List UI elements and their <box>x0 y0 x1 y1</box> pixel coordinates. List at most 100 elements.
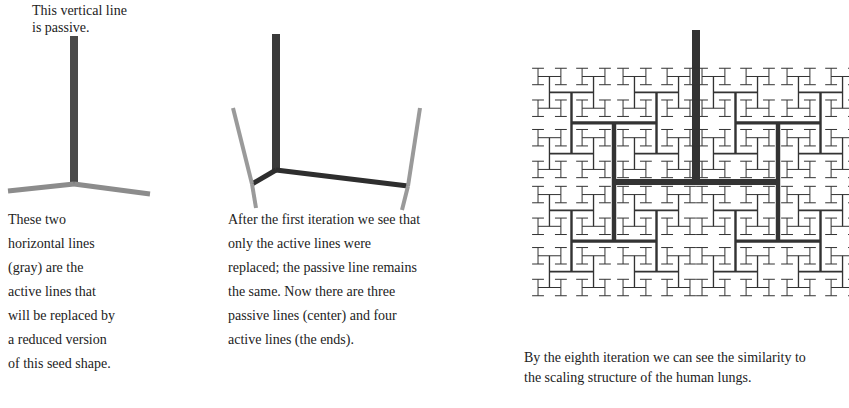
branch-line <box>599 99 611 100</box>
branch-line <box>617 247 629 248</box>
branch-line <box>667 129 668 145</box>
branch-line <box>532 218 544 219</box>
branch-line <box>787 129 788 145</box>
active-line <box>252 184 256 208</box>
branch-line <box>560 100 561 116</box>
branch-line <box>555 84 567 85</box>
branch-line <box>719 161 731 162</box>
branch-line <box>640 99 652 100</box>
branch-line <box>848 84 849 85</box>
branch-line <box>645 161 646 177</box>
branch-line <box>684 84 696 85</box>
branch-line <box>848 202 849 203</box>
branch-line <box>623 186 624 202</box>
branch-line <box>740 279 752 280</box>
branch-line <box>667 161 668 177</box>
branch-line <box>787 68 788 84</box>
branch-line <box>719 279 731 280</box>
branch-line <box>617 84 629 85</box>
branch-line <box>640 68 652 69</box>
branch-line <box>623 218 624 234</box>
branch-line <box>678 256 679 288</box>
branch-line <box>570 210 572 271</box>
branch-line <box>809 100 810 116</box>
branch-line <box>532 68 544 69</box>
branch-line <box>719 99 731 100</box>
branch-line <box>713 256 714 288</box>
branch-line <box>532 177 544 178</box>
branch-line <box>787 169 810 170</box>
branch-line <box>848 129 849 130</box>
branch-line <box>617 68 629 69</box>
branch-line <box>740 84 752 85</box>
branch-line <box>623 68 624 84</box>
branch-line <box>848 161 849 162</box>
branch-line <box>831 161 832 177</box>
branch-line <box>798 210 842 212</box>
branch-line <box>740 218 752 219</box>
branch-line <box>848 234 849 235</box>
branch-line <box>634 76 635 108</box>
branch-line <box>787 226 810 227</box>
branch-line <box>582 255 605 256</box>
branch-line <box>819 92 821 153</box>
branch-line <box>831 255 849 256</box>
branch-line <box>538 129 539 145</box>
branch-line <box>740 234 752 235</box>
branch-line <box>667 279 668 295</box>
branch-line <box>582 169 605 170</box>
branch-line <box>848 186 849 187</box>
branch-line <box>689 68 690 84</box>
branch-line <box>781 186 793 187</box>
eighth-iteration <box>532 30 849 296</box>
branch-line <box>809 186 810 202</box>
branch-line <box>781 161 793 162</box>
branch-line <box>804 247 816 248</box>
branch-line <box>734 92 736 153</box>
branch-line <box>763 145 775 146</box>
branch-line <box>713 138 714 170</box>
branch-line <box>804 116 816 117</box>
branch-line <box>757 76 758 108</box>
branch-line <box>831 169 849 170</box>
branch-line <box>538 226 561 227</box>
branch-line <box>684 279 696 280</box>
branch-line <box>599 295 611 296</box>
branch-line <box>702 161 703 177</box>
branch-line <box>555 295 567 296</box>
branch-line <box>804 129 816 130</box>
branch-line <box>604 279 605 295</box>
branch-line <box>713 271 757 273</box>
branch-line <box>623 137 646 138</box>
branch-line <box>538 169 561 170</box>
branch-line <box>702 226 725 227</box>
branch-line <box>617 279 629 280</box>
branch-line <box>576 186 588 187</box>
branch-line <box>599 129 611 130</box>
branch-line <box>825 145 837 146</box>
branch-line <box>678 76 679 108</box>
branch-line <box>532 264 544 265</box>
branch-line <box>781 247 793 248</box>
branch-line <box>617 116 629 117</box>
branch-line <box>724 248 725 264</box>
branch-line <box>848 218 849 219</box>
branch-line <box>809 129 810 145</box>
branch-line <box>804 99 816 100</box>
branch-line <box>831 287 849 288</box>
branch-line <box>667 169 690 170</box>
branch-line <box>667 194 690 195</box>
first-iteration <box>228 34 420 210</box>
branch-line <box>617 99 629 100</box>
branch-line <box>617 202 629 203</box>
branch-line <box>617 218 629 219</box>
branch-line <box>582 226 605 227</box>
branch-line <box>667 137 690 138</box>
branch-line <box>763 234 775 235</box>
branch-line <box>555 202 567 203</box>
branch-line <box>667 68 668 84</box>
passive-line <box>276 170 408 186</box>
branch-line <box>604 161 605 177</box>
branch-line <box>831 218 832 234</box>
branch-line <box>787 137 810 138</box>
